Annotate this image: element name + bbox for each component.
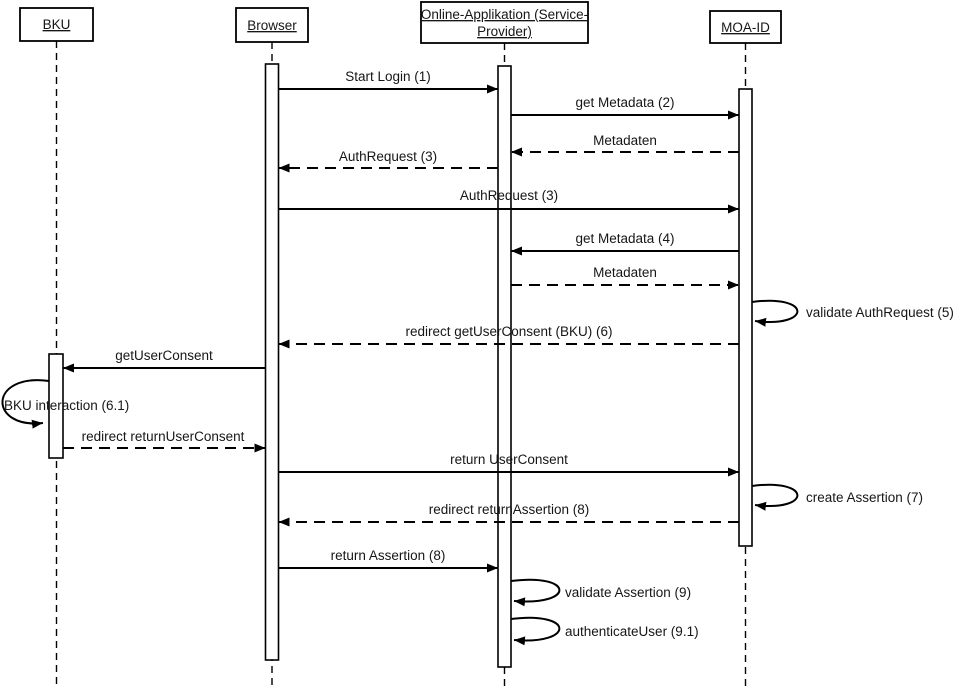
message-create-assertion-selfloop: create Assertion (7) — [751, 483, 923, 511]
label-authrequest-redirect: AuthRequest (3) — [339, 149, 437, 164]
label-redirect-getuserconsent: redirect getUserConsent (BKU) (6) — [405, 324, 612, 339]
activation-bku — [48, 353, 64, 459]
label-validate-assertion: validate Assertion (9) — [565, 585, 691, 600]
activation-moa-id — [738, 88, 753, 547]
message-return-userconsent: return UserConsent — [278, 452, 739, 477]
actor-box-bku — [19, 7, 94, 42]
loop-bku-interaction — [1, 379, 50, 429]
label-authrequest-forward: AuthRequest (3) — [460, 188, 558, 203]
label-get-metadata-2: get Metadata (2) — [575, 95, 674, 110]
activation-browser — [264, 63, 280, 661]
actor-moa-id: MOA-ID — [709, 10, 782, 44]
label-bku-interaction: BKU interaction (6.1) — [4, 398, 129, 413]
actor-label-service-provider-line1: Online-Applikation (Service- — [421, 7, 588, 22]
label-redirect-returnassertion: redirect returnAssertion (8) — [429, 502, 590, 517]
label-start-login: Start Login (1) — [345, 69, 431, 84]
loop-authenticateuser — [510, 616, 561, 646]
message-get-metadata-2: get Metadata (2) — [511, 95, 739, 120]
message-metadaten-reply-2: Metadaten — [511, 265, 739, 290]
loop-validate-assertion — [510, 578, 561, 607]
label-authenticateuser: authenticateUser (9.1) — [565, 624, 699, 639]
actor-service-provider: Online-Applikation (Service- Provider) — [420, 1, 589, 44]
message-bku-interaction-selfloop: BKU interaction (6.1) — [1, 379, 129, 429]
actor-box-browser — [235, 7, 309, 43]
message-redirect-returnuserconsent: redirect returnUserConsent — [63, 429, 266, 453]
label-metadaten-reply-2: Metadaten — [593, 265, 657, 280]
message-authenticateuser-selfloop: authenticateUser (9.1) — [510, 616, 699, 646]
message-metadaten-reply-1: Metadaten — [511, 133, 739, 157]
message-authrequest-redirect: AuthRequest (3) — [278, 149, 498, 173]
loop-validate-authrequest — [751, 299, 799, 327]
message-redirect-getuserconsent: redirect getUserConsent (BKU) (6) — [278, 324, 739, 349]
message-redirect-returnassertion: redirect returnAssertion (8) — [278, 502, 739, 527]
activation-service-provider — [497, 65, 512, 668]
label-getuserconsent: getUserConsent — [115, 348, 213, 363]
message-validate-assertion-selfloop: validate Assertion (9) — [510, 578, 691, 607]
actor-browser: Browser — [235, 7, 309, 43]
actor-label-bku: BKU — [43, 17, 71, 32]
loop-create-assertion — [751, 483, 799, 511]
label-redirect-returnuserconsent: redirect returnUserConsent — [82, 429, 245, 444]
label-metadaten-reply-1: Metadaten — [593, 133, 657, 148]
message-getuserconsent: getUserConsent — [63, 348, 266, 373]
message-authrequest-forward: AuthRequest (3) — [278, 188, 739, 214]
actor-label-moa-id: MOA-ID — [721, 20, 770, 35]
actor-bku: BKU — [19, 7, 94, 42]
label-get-metadata-4: get Metadata (4) — [575, 231, 674, 246]
label-return-assertion: return Assertion (8) — [331, 548, 446, 563]
label-create-assertion: create Assertion (7) — [806, 490, 923, 505]
message-return-assertion: return Assertion (8) — [278, 548, 498, 573]
actor-box-service-provider — [420, 1, 589, 44]
label-validate-authrequest: validate AuthRequest (5) — [806, 305, 954, 320]
message-validate-authrequest-selfloop: validate AuthRequest (5) — [751, 299, 954, 327]
actor-box-moa-id — [709, 10, 782, 44]
label-return-userconsent: return UserConsent — [450, 452, 568, 467]
actor-label-browser: Browser — [247, 18, 297, 33]
actor-label-service-provider-line2: Provider) — [477, 24, 532, 39]
message-get-metadata-4: get Metadata (4) — [511, 231, 739, 256]
message-start-login: Start Login (1) — [278, 69, 498, 94]
